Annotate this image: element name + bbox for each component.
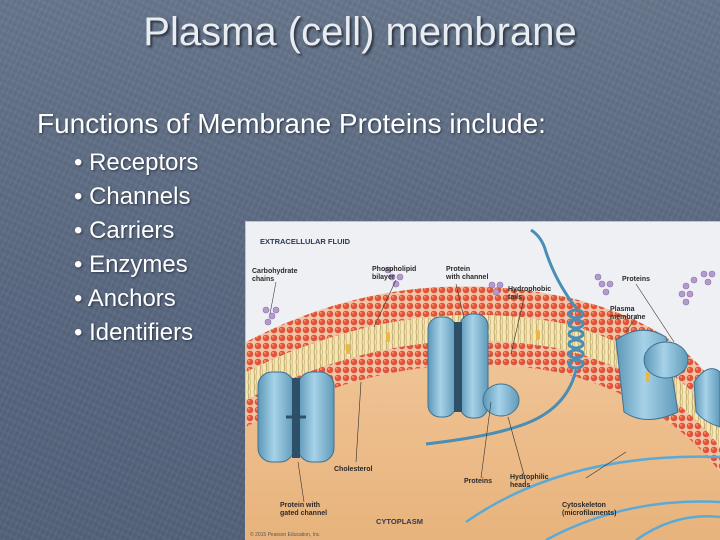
plasma-membrane-label: Plasma membrane — [610, 306, 646, 321]
hydrophobic-tails-label: Hydrophobic tails — [508, 286, 552, 301]
cytoskeleton-filaments — [465, 455, 720, 540]
protein-with-channel-label: Protein with channel — [446, 266, 489, 281]
function-item-channels: • Channels — [74, 183, 191, 210]
label-leader-lines — [269, 279, 675, 503]
protein-gated-channel-label: Protein with gated channel — [280, 502, 328, 517]
channel-protein — [427, 313, 520, 419]
cytoskeleton-label: Cytoskeleton (microfilaments) — [562, 502, 617, 517]
phospholipid-bilayer-label: Phospholipid bilayer — [372, 266, 417, 281]
proteins-bottom-label: Proteins — [464, 478, 493, 485]
function-item-carriers: • Carriers — [74, 217, 175, 244]
membrane-illustration — [246, 222, 720, 540]
functions-list: • Receptors • Channels • Carriers • Enzy… — [74, 146, 198, 350]
hydrophilic-heads-label: Hydrophilic heads — [510, 474, 549, 489]
helix-protein — [425, 228, 585, 446]
function-item-receptors: • Receptors — [74, 149, 199, 176]
proteins-top-label: Proteins — [622, 276, 651, 283]
slide-title: Plasma (cell) membrane — [143, 10, 577, 54]
cholesterol-molecules — [346, 330, 650, 382]
cytoplasm-label: CYTOPLASM — [376, 517, 423, 526]
function-item-anchors: • Anchors — [74, 285, 176, 312]
extracellular-fluid-label: EXTRACELLULAR FLUID — [260, 237, 350, 246]
carbohydrate-chains — [262, 266, 716, 326]
function-item-identifiers: • Identifiers — [74, 319, 194, 346]
gated-channel-protein — [257, 371, 335, 463]
cholesterol-label: Cholesterol — [334, 466, 373, 473]
function-item-enzymes: • Enzymes — [74, 251, 188, 278]
functions-heading: Functions of Membrane Proteins include: — [37, 108, 546, 139]
figure-credit: © 2015 Pearson Education, Inc. — [250, 532, 321, 538]
carbohydrate-chains-label: Carbohydrate chains — [252, 268, 298, 283]
membrane-diagram: EXTRACELLULAR FLUID CYTOPLASM Carbohydra… — [246, 222, 720, 540]
